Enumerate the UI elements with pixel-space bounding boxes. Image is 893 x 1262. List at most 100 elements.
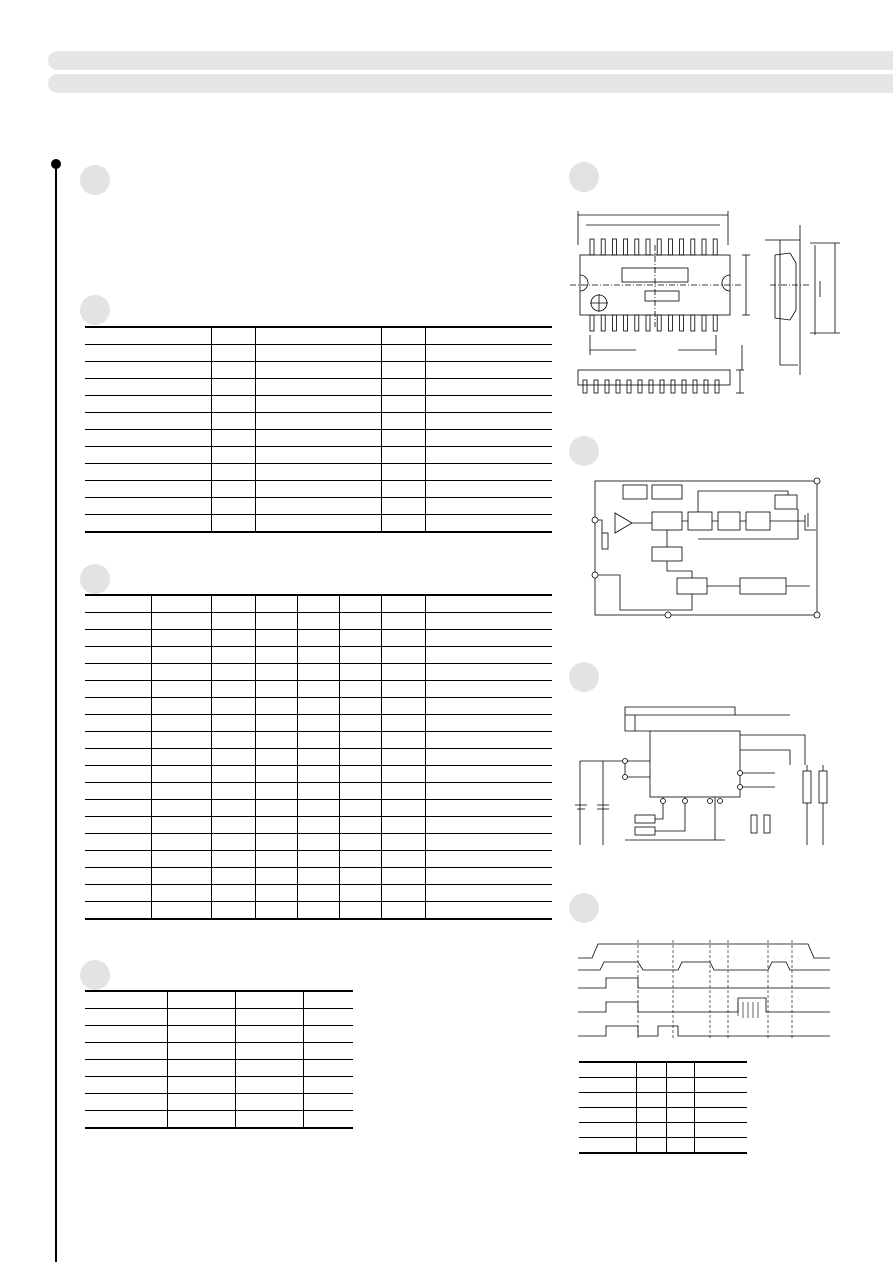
- package-lead: [623, 238, 628, 256]
- electrical-row: [85, 799, 552, 817]
- electrical-cell: [424, 646, 552, 664]
- electrical-cell: [254, 884, 297, 902]
- electrical-row: [85, 765, 552, 783]
- electrical-cell: [424, 594, 552, 613]
- pin-table-cell: [85, 1110, 167, 1129]
- electrical-cell: [85, 799, 151, 817]
- pin-table-cell: [166, 1093, 235, 1111]
- electrical-row: [85, 714, 552, 732]
- electrical-row: [85, 901, 552, 920]
- electrical-row: [85, 748, 552, 766]
- electrical-cell: [150, 816, 211, 834]
- electrical-row: [85, 833, 552, 851]
- pin-table-cell: [302, 1059, 353, 1077]
- electrical-cell: [338, 867, 381, 885]
- pin-table-cell: [302, 1093, 353, 1111]
- electrical-cell: [424, 850, 552, 868]
- electrical-cell: [424, 816, 552, 834]
- electrical-cell: [254, 901, 297, 920]
- electrical-cell: [210, 731, 255, 749]
- electrical-cell: [338, 680, 381, 698]
- package-lead: [703, 379, 709, 394]
- electrical-row: [85, 594, 552, 613]
- package-lead: [645, 314, 651, 332]
- electrical-cell: [254, 629, 297, 647]
- electrical-cell: [254, 850, 297, 868]
- electrical-cell: [424, 731, 552, 749]
- absolute-max-cell: [254, 446, 381, 464]
- electrical-cell: [338, 850, 381, 868]
- pin-table-cell: [234, 1093, 303, 1111]
- electrical-cell: [85, 816, 151, 834]
- electrical-cell: [338, 765, 381, 783]
- package-lead: [600, 238, 606, 256]
- electrical-cell: [210, 646, 255, 664]
- electrical-cell: [296, 901, 339, 920]
- electrical-cell: [210, 594, 255, 613]
- electrical-cell: [85, 782, 151, 800]
- pin-table-cell: [302, 1008, 353, 1026]
- electrical-cell: [380, 612, 425, 630]
- electrical-cell: [380, 867, 425, 885]
- timing-legend-cell: [579, 1061, 636, 1078]
- electrical-row: [85, 697, 552, 715]
- pin-table-cell: [166, 1059, 235, 1077]
- electrical-cell: [424, 901, 552, 920]
- pin-table-row: [85, 1076, 353, 1094]
- absolute-max-cell: [380, 497, 425, 515]
- electrical-cell: [210, 782, 255, 800]
- section-marker-description: [80, 165, 110, 195]
- electrical-cell: [150, 833, 211, 851]
- electrical-cell: [424, 799, 552, 817]
- timing-legend-cell: [665, 1061, 694, 1078]
- electrical-cell: [380, 782, 425, 800]
- absolute-max-cell: [424, 361, 552, 379]
- pin-table-cell: [234, 1025, 303, 1043]
- absolute-max-row: [85, 480, 552, 498]
- timing-legend-row: [579, 1137, 747, 1154]
- electrical-cell: [254, 646, 297, 664]
- pin-table-cell: [166, 1025, 235, 1043]
- electrical-cell: [85, 850, 151, 868]
- pin-table-cell: [166, 990, 235, 1009]
- pin-table-cell: [302, 1042, 353, 1060]
- electrical-cell: [380, 594, 425, 613]
- electrical-cell: [150, 680, 211, 698]
- absolute-max-cell: [210, 463, 255, 481]
- absolute-max-cell: [210, 378, 255, 396]
- pin-table-cell: [85, 1093, 167, 1111]
- absolute-max-cell: [424, 446, 552, 464]
- absolute-max-row: [85, 429, 552, 447]
- electrical-cell: [380, 731, 425, 749]
- package-lead: [668, 238, 673, 256]
- electrical-cell: [424, 782, 552, 800]
- electrical-cell: [85, 663, 151, 681]
- electrical-cell: [338, 884, 381, 902]
- package-lead: [681, 379, 687, 394]
- timing-legend-cell: [635, 1061, 666, 1078]
- electrical-cell: [85, 867, 151, 885]
- package-lead: [656, 238, 662, 256]
- pin-table-cell: [85, 1059, 167, 1077]
- electrical-cell: [296, 731, 339, 749]
- absolute-max-cell: [210, 497, 255, 515]
- electrical-row: [85, 612, 552, 630]
- electrical-cell: [380, 850, 425, 868]
- electrical-cell: [254, 663, 297, 681]
- absolute-max-cell: [380, 480, 425, 498]
- timing-legend-cell: [693, 1137, 747, 1154]
- absolute-max-row: [85, 446, 552, 464]
- electrical-cell: [380, 901, 425, 920]
- electrical-cell: [338, 594, 381, 613]
- electrical-cell: [296, 867, 339, 885]
- electrical-cell: [296, 833, 339, 851]
- electrical-cell: [338, 799, 381, 817]
- package-lead: [692, 379, 698, 394]
- electrical-cell: [296, 629, 339, 647]
- absolute-max-cell: [254, 497, 381, 515]
- timing-legend-cell: [635, 1092, 666, 1108]
- absolute-max-cell: [380, 446, 425, 464]
- package-lead: [701, 314, 707, 332]
- timing-legend-table: [579, 1061, 747, 1154]
- timing-legend-cell: [693, 1061, 747, 1078]
